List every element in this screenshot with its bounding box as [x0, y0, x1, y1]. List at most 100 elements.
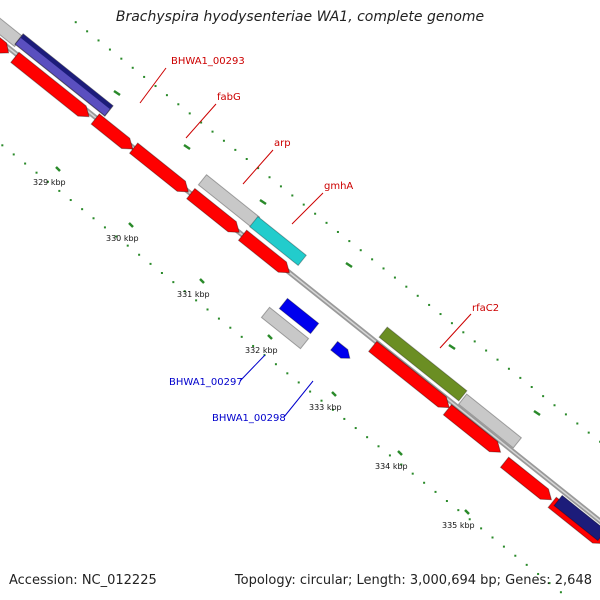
ruler-dot-outer	[143, 75, 146, 78]
ruler-dot-inner	[366, 436, 369, 439]
ruler-dot-inner	[559, 591, 562, 594]
ruler-dot-outer	[450, 322, 453, 325]
ruler-dot-outer	[496, 358, 499, 361]
ruler-dot-outer	[439, 313, 442, 316]
cds-navy-strip	[20, 34, 113, 110]
ruler-dot-inner	[331, 408, 334, 411]
ruler-dot-inner	[457, 509, 460, 512]
outer-tick	[259, 198, 267, 206]
ruler-dot-outer	[131, 66, 134, 69]
outer-tick	[533, 409, 541, 417]
ruler-dot-outer	[188, 112, 191, 115]
gene-label: BHWA1_00298	[212, 413, 286, 424]
ruler-dot-inner	[274, 363, 277, 366]
ruler-dot-outer	[257, 167, 260, 170]
ruler-dot-outer	[268, 176, 271, 179]
ruler-dot-inner	[400, 463, 403, 466]
ruler-dot-outer	[314, 212, 317, 215]
ruler-dot-outer	[462, 331, 465, 334]
ruler-dot-outer	[393, 276, 396, 279]
major-tick	[331, 391, 337, 397]
ruler-dot-inner	[206, 308, 209, 311]
gene-label: fabG	[217, 92, 241, 103]
major-tick	[464, 509, 470, 515]
gene-leader-line	[283, 380, 314, 418]
tick-label: 331 kbp	[177, 290, 210, 299]
ruler-dot-inner	[309, 390, 312, 393]
map-title: Brachyspira hyodysenteriae WA1, complete…	[115, 9, 485, 25]
ruler-dot-outer	[542, 395, 545, 398]
ruler-dot-inner	[411, 472, 414, 475]
ruler-dot-outer	[507, 367, 510, 370]
cds-forward	[0, 33, 10, 54]
tick-label: 333 kbp	[309, 403, 342, 412]
ruler-dot-inner	[195, 299, 198, 302]
tick-label: 334 kbp	[375, 462, 408, 471]
ruler-dot-inner	[502, 545, 505, 548]
ruler-dot-outer	[108, 48, 111, 51]
gene-label: BHWA1_00293	[171, 56, 245, 67]
gene-label: rfaC2	[472, 303, 499, 314]
ruler-dot-inner	[240, 335, 243, 338]
major-tick	[267, 334, 273, 340]
ruler-dot-inner	[514, 554, 517, 557]
ruler-dot-outer	[336, 230, 339, 233]
cds-forward	[442, 403, 502, 453]
ruler-dot-inner	[92, 217, 95, 220]
outer-tick	[183, 143, 191, 151]
gene-label: arp	[274, 138, 291, 149]
ruler-dot-inner	[434, 490, 437, 493]
ruler-dot-outer	[245, 158, 248, 161]
ruler-dot-outer	[211, 130, 214, 133]
cds-pseudogene	[260, 306, 310, 350]
gene-leader-line	[291, 192, 324, 225]
outer-tick	[448, 343, 456, 351]
ruler-dot-outer	[348, 240, 351, 243]
gene-label: BHWA1_00297	[169, 377, 243, 388]
ruler-dot-outer	[473, 340, 476, 343]
ruler-dot-outer	[405, 285, 408, 288]
cds-navy	[553, 494, 600, 542]
ruler-dot-inner	[320, 399, 323, 402]
ruler-dot-inner	[297, 381, 300, 384]
ruler-dot-inner	[1, 144, 4, 147]
tick-label: 332 kbp	[245, 346, 278, 355]
ruler-dot-outer	[97, 39, 100, 42]
ruler-dot-inner	[537, 572, 540, 575]
gene-leader-line	[242, 149, 274, 185]
ruler-dot-outer	[371, 258, 374, 261]
major-tick	[397, 450, 403, 456]
cds-gmhA	[249, 215, 307, 267]
ruler-dot-inner	[445, 500, 448, 503]
ruler-dot-outer	[291, 194, 294, 197]
ruler-dot-outer	[553, 404, 556, 407]
ruler-dot-outer	[154, 85, 157, 88]
ruler-dot-inner	[252, 344, 255, 347]
ruler-dot-outer	[587, 431, 590, 434]
cds-forward	[128, 142, 189, 193]
gene-leader-line	[439, 313, 472, 349]
ruler-dot-inner	[58, 189, 61, 192]
ruler-dot-inner	[149, 262, 152, 265]
cds-rfaC2	[378, 326, 468, 402]
ruler-dot-inner	[377, 445, 380, 448]
ruler-dot-inner	[229, 326, 232, 329]
ruler-dot-outer	[530, 386, 533, 389]
ruler-dot-inner	[24, 162, 27, 165]
ruler-dot-outer	[200, 121, 203, 124]
gene-leader-line	[239, 354, 266, 382]
cds-forward	[367, 340, 450, 409]
cds-forward	[499, 456, 553, 501]
ruler-dot-outer	[165, 94, 168, 97]
tick-label: 330 kbp	[106, 234, 139, 243]
ruler-dot-inner	[183, 290, 186, 293]
ruler-dot-outer	[222, 139, 225, 142]
cds-forward	[10, 51, 90, 118]
outer-tick	[345, 261, 353, 269]
ruler-dot-inner	[103, 226, 106, 229]
cds-pseudogene	[457, 393, 523, 449]
ruler-dot-inner	[160, 271, 163, 274]
cds-forward	[90, 113, 134, 150]
gene-label: gmhA	[324, 181, 353, 192]
